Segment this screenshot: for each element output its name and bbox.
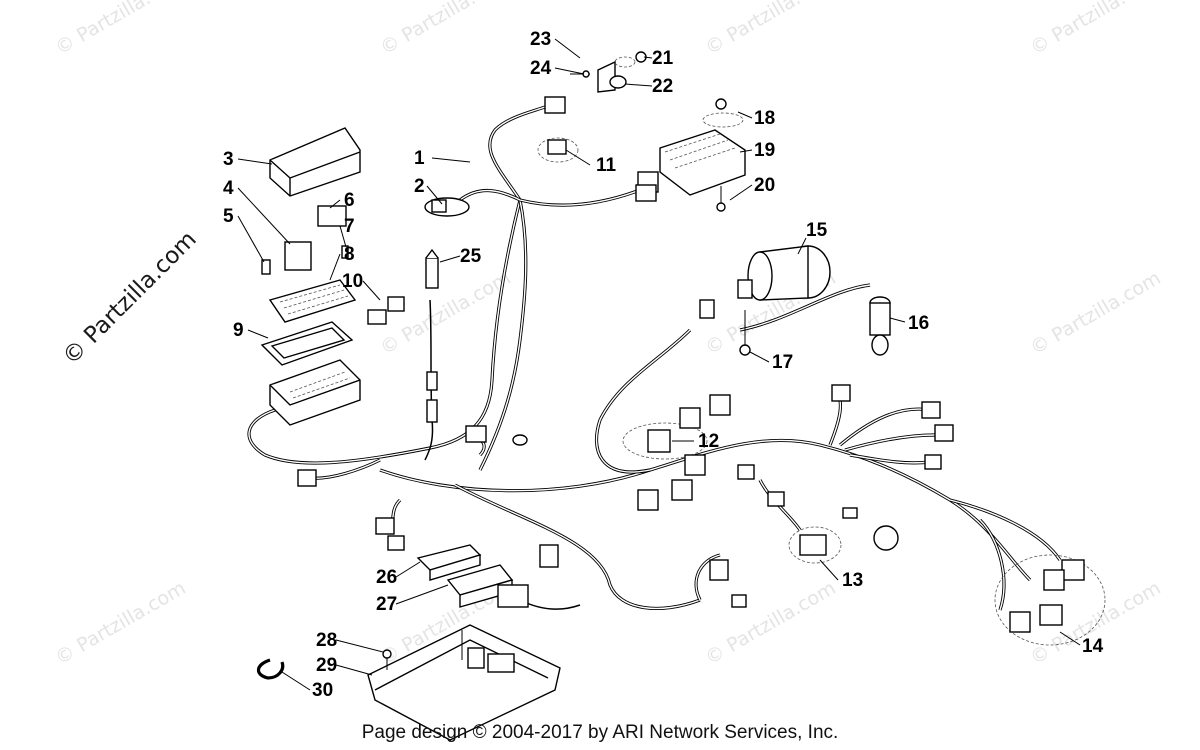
watermark: © Partzilla.com [377,0,515,59]
callout-23[interactable]: 23 [530,29,551,50]
connectors-misc [297,184,747,608]
fuse-box-cover [269,127,361,197]
watermark: © Partzilla.com [52,0,190,59]
connectors-13 [788,507,899,564]
callout-3[interactable]: 3 [223,149,234,170]
bracket-21-24 [570,51,647,93]
callout-9[interactable]: 9 [233,320,244,341]
callout-21[interactable]: 21 [652,48,674,69]
callout-25[interactable]: 25 [460,246,482,267]
connectors-12 [622,394,731,511]
watermark: © Partzilla.com [702,577,840,669]
circuit-board [268,279,357,323]
callout-24[interactable]: 24 [530,58,552,79]
callout-17[interactable]: 17 [772,352,793,373]
callout-28[interactable]: 28 [316,630,337,651]
connectors-right [737,384,954,507]
callout-6[interactable]: 6 [344,190,355,211]
callout-7[interactable]: 7 [344,216,355,237]
callout-5[interactable]: 5 [223,206,234,227]
sensor-25 [425,248,439,423]
callout-12[interactable]: 12 [698,431,719,452]
leader-lines [237,38,1081,691]
callout-11[interactable]: 11 [596,155,617,176]
callout-22[interactable]: 22 [652,76,673,97]
fuse-box-base [269,359,361,426]
gasket [260,321,354,366]
side-watermark: © Partzilla.com [58,226,202,370]
callout-13[interactable]: 13 [842,570,863,591]
connector-10 [367,296,405,325]
connector-11 [537,96,579,163]
callout-27[interactable]: 27 [376,594,397,615]
callout-10[interactable]: 10 [342,271,363,292]
ecu-module [416,544,529,608]
copyright-footer: Page design © 2004-2017 by ARI Network S… [361,722,839,743]
relays-and-fuses [261,205,349,275]
watermark: © Partzilla.com [1027,0,1165,59]
watermark: © Partzilla.com [1027,267,1165,359]
callout-14[interactable]: 14 [1082,636,1104,657]
callout-15[interactable]: 15 [806,220,828,241]
spark-plug-boot [869,296,891,356]
watermarks: © Partzilla.com © Partzilla.com © Partzi… [52,0,1165,669]
callout-numbers: 1 2 3 4 5 6 7 8 9 10 11 12 13 14 15 16 1… [223,29,1104,701]
callout-16[interactable]: 16 [908,313,929,334]
callout-19[interactable]: 19 [754,140,775,161]
clip-30 [256,658,285,680]
callout-18[interactable]: 18 [754,108,775,129]
mounting-plate [367,624,561,741]
ignition-coil [737,245,831,301]
callout-30[interactable]: 30 [312,680,333,701]
callout-4[interactable]: 4 [223,178,234,199]
callout-20[interactable]: 20 [754,175,775,196]
screw-17 [739,310,751,356]
connector-2 [424,197,470,217]
callout-29[interactable]: 29 [316,655,337,676]
connectors-14 [994,554,1106,646]
callout-2[interactable]: 2 [414,176,425,197]
callout-26[interactable]: 26 [376,567,397,588]
callout-1[interactable]: 1 [414,148,425,169]
screw-28 [382,649,392,670]
watermark: © Partzilla.com [52,577,190,669]
screws-18-20 [702,98,744,212]
callout-8[interactable]: 8 [344,244,355,265]
watermark: © Partzilla.com [702,0,840,59]
